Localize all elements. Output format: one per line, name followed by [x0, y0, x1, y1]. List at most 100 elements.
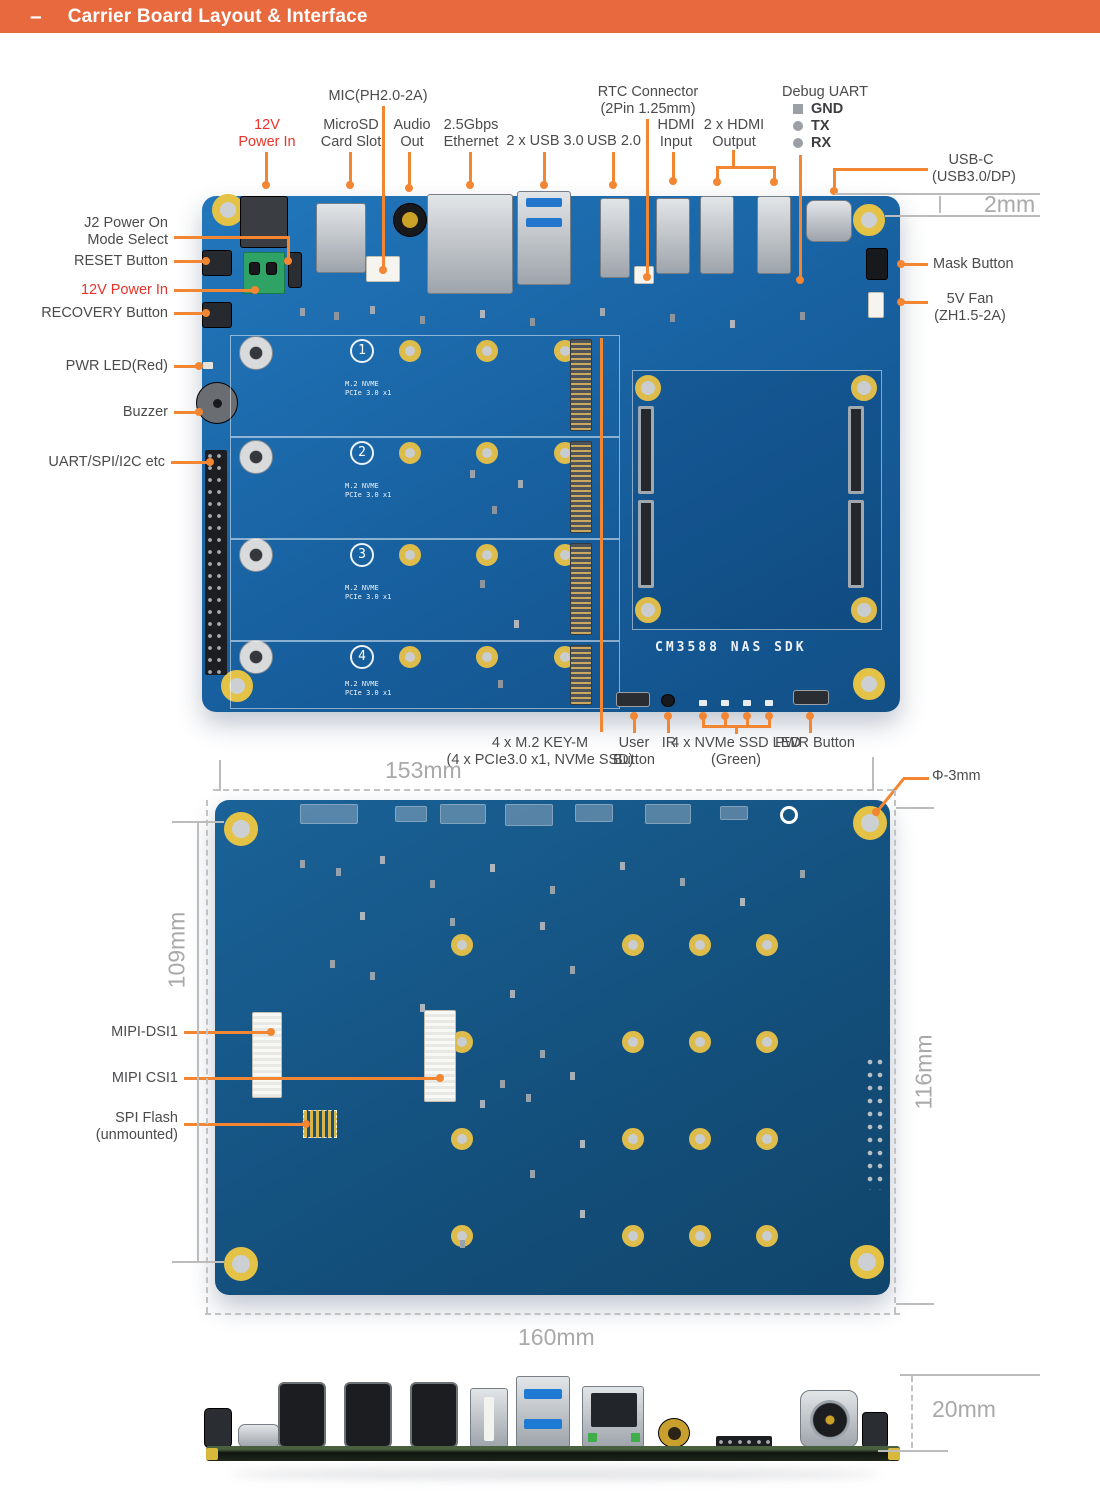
- callout-line: [265, 152, 268, 182]
- dimension-tick: [219, 760, 221, 791]
- side-usb2: [470, 1388, 508, 1448]
- port-footprint: [440, 804, 486, 824]
- standoff-hole: [622, 1031, 644, 1053]
- debug-pin-gnd: GND: [793, 101, 843, 117]
- label-mipi-csi: MIPI CSI1: [111, 1070, 178, 1086]
- callout-dot: [195, 362, 203, 370]
- mounting-hole: [850, 1245, 884, 1279]
- label-pwr-button: PWR Button: [775, 735, 855, 751]
- callout-line: [746, 719, 749, 727]
- callout-dot: [202, 309, 210, 317]
- label-usbc: USB-C(USB3.0/DP): [932, 152, 1016, 185]
- m2-connector-2: [570, 441, 592, 533]
- debug-pin-tx: TX: [793, 118, 830, 134]
- callout-dot: [379, 266, 387, 274]
- callout-line: [543, 152, 546, 182]
- callout-line: [646, 119, 649, 274]
- standoff-hole: [622, 934, 644, 956]
- dimension-dashed: [213, 789, 893, 791]
- callout-dot: [206, 458, 214, 466]
- callout-line: [903, 263, 928, 266]
- hdmi-out-port-1: [700, 196, 734, 274]
- terminal-hole: [266, 262, 277, 275]
- callout-line: [174, 289, 252, 292]
- callout-dot: [830, 187, 838, 195]
- callout-dot: [251, 286, 259, 294]
- callout-line: [184, 1077, 437, 1080]
- ir-receiver-part: [661, 694, 675, 707]
- callout-dot: [630, 712, 638, 720]
- callout-line: [174, 312, 203, 315]
- nvme-led-1: [699, 700, 707, 706]
- label-ir: IR: [661, 735, 677, 751]
- dimension-tick: [896, 1303, 934, 1305]
- label-12v-power-in-left: 12V Power In: [80, 282, 168, 298]
- m2-slot-area-3: [230, 539, 620, 641]
- dim-116mm: 116mm: [910, 1034, 937, 1110]
- standoff-hole: [756, 1225, 778, 1247]
- standoff-hole: [689, 934, 711, 956]
- usb3-ports-part: [517, 191, 571, 285]
- debug-pin-rx: RX: [793, 135, 831, 151]
- standoff-hole: [451, 934, 473, 956]
- port-footprint: [720, 806, 748, 820]
- standoff: [239, 538, 273, 572]
- callout-dot: [743, 712, 751, 720]
- standoff-hole: [622, 1128, 644, 1150]
- usbc-port-part: [806, 200, 852, 242]
- terminal-hole: [249, 262, 260, 275]
- callout-line: [382, 106, 385, 268]
- callout-line: [732, 150, 735, 168]
- nvme-led-2: [721, 700, 729, 706]
- callout-line: [469, 152, 472, 182]
- dimension-dashed: [206, 800, 208, 1313]
- dimension-line: [900, 1374, 1040, 1376]
- mounting-hole: [221, 670, 253, 702]
- callout-line: [287, 236, 290, 258]
- standoff-hole: [756, 1031, 778, 1053]
- section-header[interactable]: – Carrier Board Layout & Interface: [0, 0, 1100, 33]
- smd-components: [300, 860, 305, 868]
- side-dc-jack: [800, 1390, 858, 1448]
- fiducial-ring: [780, 806, 798, 824]
- side-pin-header: [716, 1436, 772, 1448]
- callout-dot: [713, 178, 721, 186]
- standoff-hole: [689, 1225, 711, 1247]
- mipi-csi-connector: [424, 1010, 456, 1102]
- standoff-hole: [689, 1128, 711, 1150]
- microsd-slot-part: [316, 203, 366, 273]
- dim-160mm: 160mm: [518, 1324, 595, 1350]
- callout-dot: [262, 181, 270, 189]
- callout-dot: [643, 273, 651, 281]
- callout-dot: [770, 178, 778, 186]
- port-footprint: [300, 804, 358, 824]
- callout-line: [174, 260, 203, 263]
- module-outline: [632, 370, 882, 630]
- collapse-icon[interactable]: –: [30, 4, 42, 28]
- board-to-board-connector: [638, 500, 654, 588]
- label-reset-button: RESET Button: [73, 253, 168, 269]
- callout-line: [184, 1031, 268, 1034]
- mounting-hole: [224, 812, 258, 846]
- standoff-hole: [622, 1225, 644, 1247]
- pwr-button-part: [793, 690, 829, 705]
- callout-dot: [669, 177, 677, 185]
- standoff-hole: [689, 1031, 711, 1053]
- callout-line: [833, 168, 836, 188]
- tx-marker-icon: [793, 121, 803, 131]
- standoff-hole: [399, 646, 421, 668]
- audio-jack-part: [393, 203, 427, 237]
- callout-dot: [302, 1120, 310, 1128]
- label-usb3: 2 x USB 3.0: [506, 133, 584, 149]
- callout-dot: [721, 712, 729, 720]
- smd-components: [500, 1080, 505, 1088]
- callout-dot: [284, 257, 292, 265]
- callout-line: [799, 155, 802, 277]
- slot-number-1: 1: [350, 339, 374, 363]
- standoff-hole: [399, 544, 421, 566]
